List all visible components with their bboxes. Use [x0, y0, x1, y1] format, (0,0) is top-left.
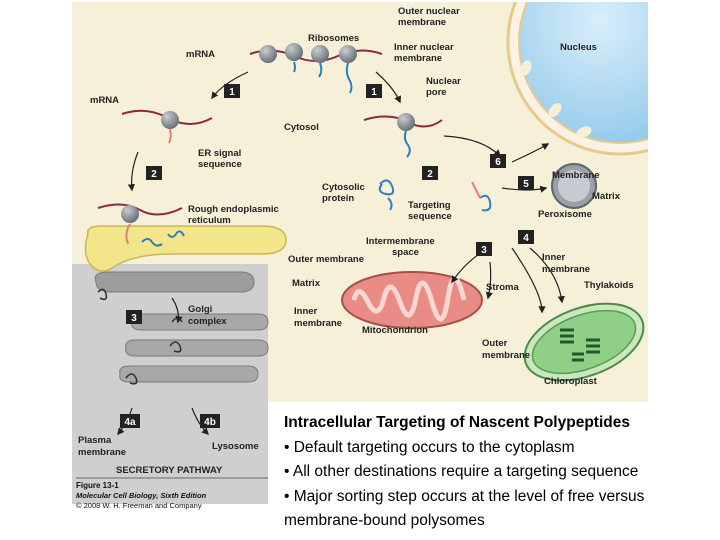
- summary-title: Intracellular Targeting of Nascent Polyp…: [284, 414, 630, 431]
- label-lysosome: Lysosome: [212, 441, 259, 452]
- label-chloroplast: Chloroplast: [544, 376, 598, 387]
- label-outer-nuclear-membrane-1: Outer nuclear: [398, 6, 460, 17]
- label-mrna-left: mRNA: [90, 95, 119, 106]
- nuclear-pore: [520, 60, 532, 76]
- label-matrix-peroxisome: Matrix: [592, 191, 621, 202]
- protein-targeting-diagram: 1 1 2 2 6 5 4 3 3 4a 4b Outer nuclear me…: [72, 2, 648, 514]
- diagram-labels: Outer nuclear membrane Ribosomes mRNA mR…: [78, 6, 634, 476]
- label-stroma: Stroma: [486, 282, 519, 293]
- label-cytosolic-protein-2: protein: [322, 193, 354, 204]
- label-outer-nuclear-membrane-2: membrane: [398, 17, 446, 28]
- label-inner-membrane-mito-2: membrane: [294, 318, 342, 329]
- caption-copyright: © 2008 W. H. Freeman and Company: [76, 501, 202, 510]
- label-targeting-sequence-2: sequence: [408, 211, 452, 222]
- label-targeting-sequence-1: Targeting: [408, 200, 451, 211]
- label-inner-membrane-mito-1: Inner: [294, 306, 318, 317]
- label-outer-membrane-chloro-2: membrane: [482, 350, 530, 361]
- label-golgi-complex-1: Golgi: [188, 304, 212, 315]
- secretory-panel: [72, 264, 268, 504]
- label-rough-er-2: reticulum: [188, 215, 231, 226]
- step-1a: 1: [229, 87, 235, 98]
- er-signal-peptide: [168, 128, 172, 144]
- step-3b: 3: [481, 245, 487, 256]
- step-4b: 4b: [204, 417, 216, 428]
- label-peroxisome: Peroxisome: [538, 209, 592, 220]
- label-er-signal-sequence-2: sequence: [198, 159, 242, 170]
- label-rough-er-1: Rough endoplasmic: [188, 204, 279, 215]
- label-outer-membrane-mito: Outer membrane: [288, 254, 364, 265]
- label-matrix-mito: Matrix: [292, 278, 321, 289]
- step-4a: 4a: [124, 417, 136, 428]
- label-plasma-membrane-1: Plasma: [78, 435, 112, 446]
- ribosome-icon: [397, 113, 415, 131]
- targeted-protein: [479, 194, 492, 212]
- label-plasma-membrane-2: membrane: [78, 447, 126, 458]
- nucleus: [506, 2, 648, 156]
- golgi-cisterna: [119, 365, 259, 383]
- label-nuclear-pore-1: Nuclear: [426, 76, 461, 87]
- label-outer-membrane-chloro-1: Outer: [482, 338, 508, 349]
- label-mitochondrion: Mitochondrion: [362, 325, 428, 336]
- figure-caption: Figure 13-1 Molecular Cell Biology, Sixt…: [76, 477, 268, 510]
- label-er-signal-sequence-1: ER signal: [198, 148, 241, 159]
- summary-bullet-2: • All other destinations require a targe…: [284, 463, 639, 480]
- summary-bullet-1: • Default targeting occurs to the cytopl…: [284, 438, 575, 456]
- label-inner-nuclear-membrane-2: membrane: [394, 53, 442, 64]
- summary-bullet-3: • Major sorting step occurs at the level…: [284, 487, 645, 530]
- label-cytosol: Cytosol: [284, 122, 319, 133]
- label-nucleus: Nucleus: [560, 42, 597, 53]
- nascent-protein: [293, 61, 353, 94]
- label-inner-membrane-chloro-1: Inner: [542, 252, 566, 263]
- er-signal-peptide: [125, 223, 131, 245]
- nuclear-pore: [548, 103, 562, 117]
- mrna-strand: [97, 203, 183, 216]
- nuclear-pore: [576, 126, 592, 138]
- label-golgi-complex-2: complex: [188, 316, 227, 327]
- golgi-cisterna: [125, 339, 269, 357]
- targeting-signal: [471, 181, 481, 199]
- step-3a: 3: [131, 313, 137, 324]
- caption-book-title: Molecular Cell Biology, Sixth Edition: [76, 491, 207, 500]
- caption-figure-number: Figure 13-1: [76, 481, 119, 490]
- label-inner-nuclear-membrane-1: Inner nuclear: [394, 42, 454, 53]
- step-4: 4: [523, 233, 529, 244]
- ribosome-icon: [121, 205, 139, 223]
- step-1b: 1: [371, 87, 377, 98]
- ribosome-icon: [259, 43, 357, 63]
- golgi-vesicle-protein: [97, 288, 183, 385]
- summary-text: Intracellular Targeting of Nascent Polyp…: [284, 411, 718, 534]
- peroxisome-matrix: [558, 170, 590, 202]
- chloroplast: [523, 302, 645, 382]
- nascent-protein: [403, 130, 411, 158]
- er-exit-cisterna: [94, 271, 255, 293]
- label-intermembrane-space-2: space: [392, 247, 419, 258]
- thylakoid-stack: [560, 328, 600, 362]
- rough-er: [84, 225, 287, 272]
- cytosolic-protein: [378, 179, 395, 211]
- label-mrna-top: mRNA: [186, 49, 215, 60]
- label-thylakoids: Thylakoids: [584, 280, 634, 291]
- step-5: 5: [523, 179, 529, 190]
- label-secretory-pathway: SECRETORY PATHWAY: [116, 465, 223, 476]
- label-cytosolic-protein-1: Cytosolic: [322, 182, 365, 193]
- nascent-protein: [141, 230, 185, 247]
- label-membrane: Membrane: [552, 170, 600, 181]
- mitochondrion: [341, 271, 483, 329]
- label-intermembrane-space-1: Intermembrane: [366, 236, 435, 247]
- step-2b: 2: [427, 169, 433, 180]
- step-markers: 1 1 2 2 6 5 4 3 3 4a 4b: [120, 84, 534, 428]
- label-inner-membrane-chloro-2: membrane: [542, 264, 590, 275]
- label-ribosomes: Ribosomes: [308, 33, 359, 44]
- step-2a: 2: [151, 169, 157, 180]
- label-nuclear-pore-2: pore: [426, 87, 447, 98]
- step-6: 6: [495, 157, 501, 168]
- ribosome-icon: [161, 111, 179, 129]
